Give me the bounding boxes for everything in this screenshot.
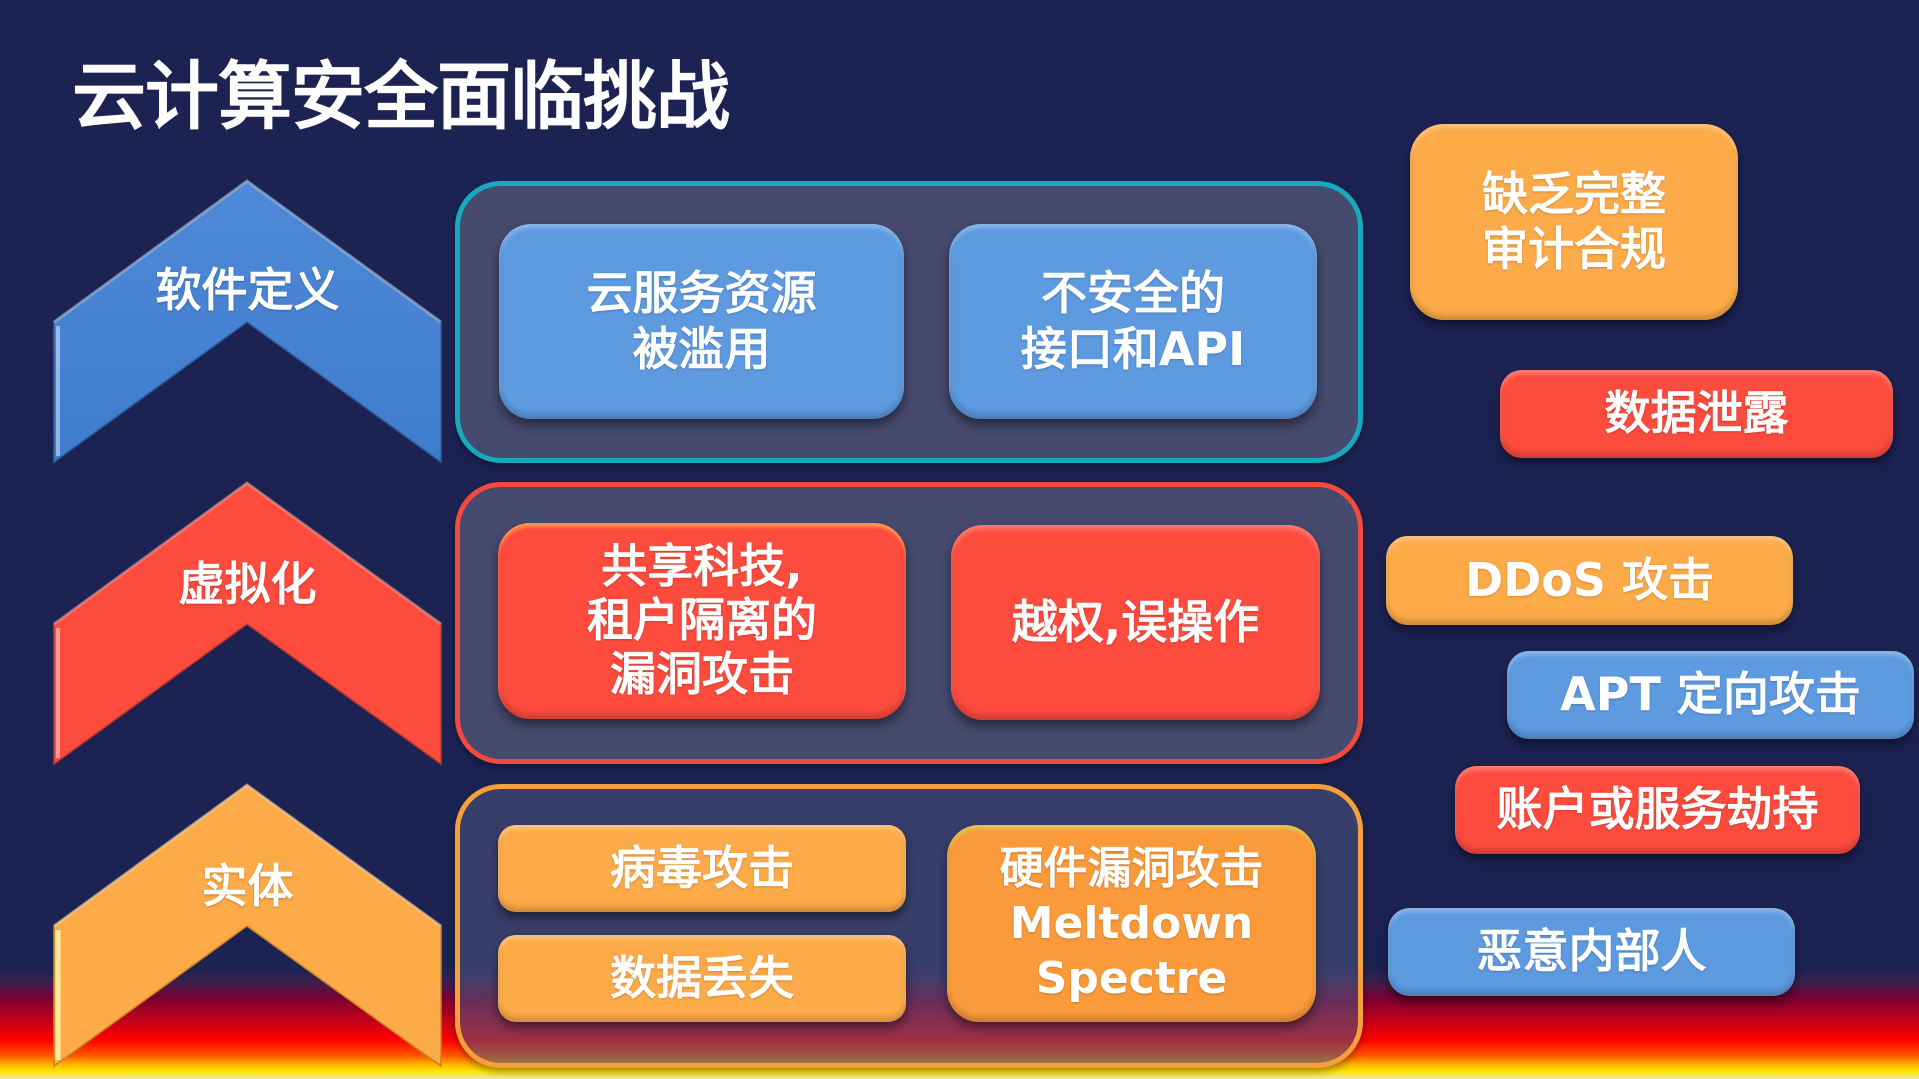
tier-label: 实体	[201, 859, 294, 913]
tier-label: 虚拟化	[178, 557, 317, 611]
threat-data-leak: 数据泄露	[1500, 370, 1893, 458]
tier-label: 软件定义	[155, 263, 340, 317]
threat-card-privilege-misoperation: 越权,误操作	[951, 525, 1320, 720]
threat-card-virus-attack: 病毒攻击	[498, 825, 906, 912]
threat-card-tenant-isolation: 共享科技, 租户隔离的 漏洞攻击	[498, 523, 906, 719]
threat-apt: APT 定向攻击	[1507, 651, 1914, 739]
threat-card-cloud-resource-abuse: 云服务资源 被滥用	[499, 224, 904, 419]
threat-card-hardware-vuln: 硬件漏洞攻击 Meltdown Spectre	[947, 825, 1316, 1022]
threat-card-insecure-api: 不安全的 接口和API	[949, 224, 1317, 419]
chevron-up-icon	[53, 783, 442, 1068]
chevron-up-icon	[53, 481, 442, 766]
threat-malicious-insider: 恶意内部人	[1388, 908, 1795, 996]
tier-chevron-software-defined: 软件定义	[50, 176, 445, 466]
threat-card-data-loss: 数据丢失	[498, 935, 906, 1022]
threat-ddos: DDoS 攻击	[1386, 536, 1793, 625]
chevron-up-icon	[53, 179, 442, 464]
threat-account-hijack: 账户或服务劫持	[1455, 766, 1860, 854]
tier-chevron-virtualization: 虚拟化	[50, 478, 445, 768]
tier-chevron-physical: 实体	[50, 780, 445, 1070]
threat-audit-compliance: 缺乏完整 审计合规	[1410, 124, 1738, 320]
page-title: 云计算安全面临挑战	[72, 54, 730, 140]
